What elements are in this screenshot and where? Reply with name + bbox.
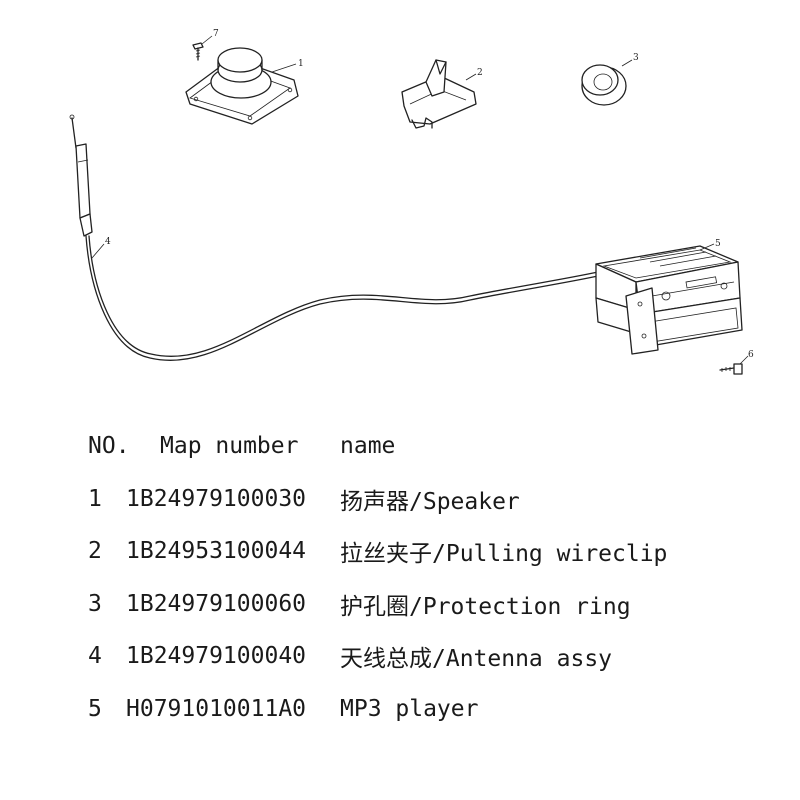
callout-label: 1 bbox=[298, 59, 304, 69]
mp3-player-part: 5 bbox=[595, 239, 743, 355]
row-map-number: 1B24953100044 bbox=[126, 538, 307, 565]
callout-label: 5 bbox=[715, 239, 721, 249]
callout-label: 2 bbox=[477, 68, 483, 78]
table-row: 5 H0791010011A0 MP3 player bbox=[88, 683, 788, 736]
table-header: NO. Map number name bbox=[88, 420, 788, 473]
table-row: 3 1B24979100060 护孔圈/Protection ring bbox=[88, 578, 788, 631]
row-map-number: 1B24979100030 bbox=[126, 485, 307, 512]
row-name: MP3 player bbox=[340, 695, 479, 722]
protection-ring-part: 3 bbox=[581, 53, 639, 106]
row-no: 1 bbox=[88, 485, 102, 512]
row-no: 3 bbox=[88, 590, 102, 617]
row-no: 4 bbox=[88, 643, 102, 670]
header-map-number: Map number bbox=[160, 433, 299, 460]
row-map-number: 1B24979100060 bbox=[126, 590, 307, 617]
callout-label: 4 bbox=[105, 237, 111, 247]
row-name: 天线总成/Antenna assy bbox=[340, 646, 613, 673]
wireclip-part: 2 bbox=[401, 59, 483, 129]
callout-label: 6 bbox=[748, 350, 754, 360]
row-name: 拉丝夹子/Pulling wireclip bbox=[340, 541, 668, 568]
row-name: 护孔圈/Protection ring bbox=[340, 593, 631, 620]
parts-table: NO. Map number name 1 1B24979100030 扬声器/… bbox=[88, 420, 788, 735]
parts-diagram: 1 7 2 3 4 bbox=[69, 29, 754, 375]
mount-screw-part: 6 bbox=[719, 350, 754, 375]
table-row: 2 1B24953100044 拉丝夹子/Pulling wireclip bbox=[88, 525, 788, 578]
antenna-part: 4 bbox=[69, 114, 599, 361]
header-no: NO. bbox=[88, 433, 130, 460]
row-no: 5 bbox=[88, 695, 102, 722]
speaker-part: 1 bbox=[185, 47, 304, 125]
screw-part: 7 bbox=[192, 29, 219, 61]
row-no: 2 bbox=[88, 538, 102, 565]
table-row: 4 1B24979100040 天线总成/Antenna assy bbox=[88, 630, 788, 683]
row-map-number: 1B24979100040 bbox=[126, 643, 307, 670]
table-row: 1 1B24979100030 扬声器/Speaker bbox=[88, 473, 788, 526]
header-name: name bbox=[340, 433, 396, 460]
row-map-number: H0791010011A0 bbox=[126, 695, 307, 722]
row-name: 扬声器/Speaker bbox=[340, 488, 520, 515]
callout-label: 3 bbox=[633, 53, 639, 63]
callout-label: 7 bbox=[213, 29, 219, 39]
